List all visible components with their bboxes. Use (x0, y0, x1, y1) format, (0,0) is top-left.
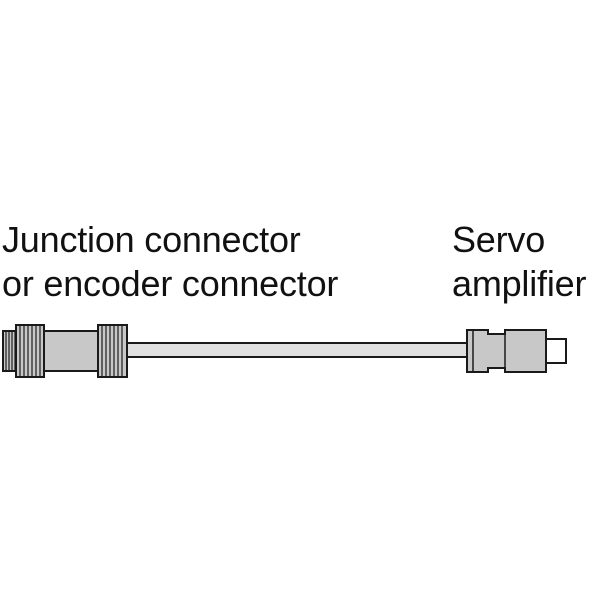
servo-amplifier-label: Servo amplifier (452, 218, 586, 306)
junction-connector-icon (2, 324, 128, 378)
junction-connector-label: Junction connector or encoder connector (2, 218, 338, 306)
cable (126, 342, 468, 358)
servo-amplifier-label-line2: amplifier (452, 263, 587, 304)
junction-connector-label-line1: Junction connector (2, 219, 301, 260)
servo-amplifier-label-line1: Servo (452, 219, 546, 260)
junction-connector-label-line2: or encoder connector (2, 263, 339, 304)
servo-amplifier-connector-icon (466, 329, 567, 373)
